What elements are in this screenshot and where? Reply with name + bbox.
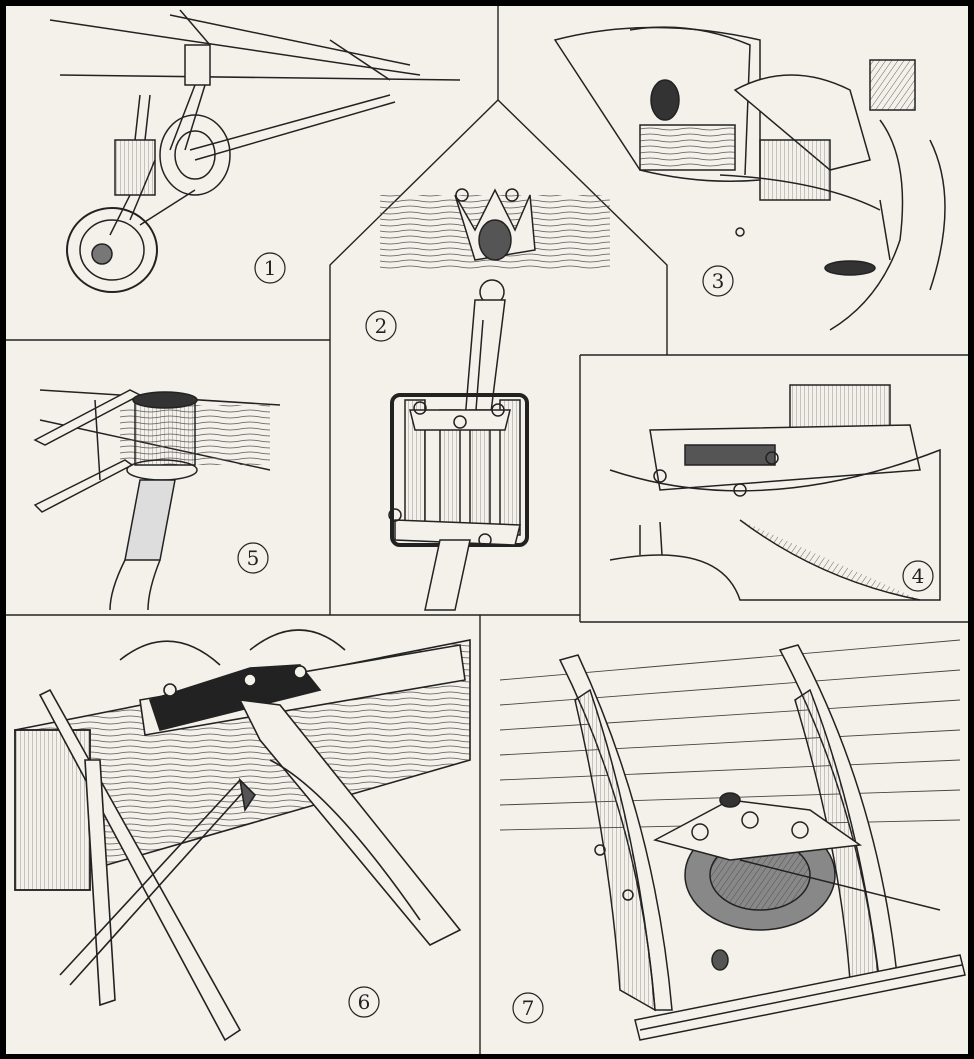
panel-1-label: 1 — [264, 256, 277, 280]
panel-4-socket-fitting — [609, 384, 941, 601]
panel-4-label: 4 — [912, 564, 925, 588]
panel-1-label-ring — [254, 252, 286, 284]
panel-dividers — [6, 6, 968, 1054]
panel-1-landing-gear — [49, 9, 461, 293]
panel-3-label-ring — [702, 265, 734, 297]
panel-7-label-ring — [512, 992, 544, 1024]
panel-4-label-ring — [902, 560, 934, 592]
panel-2-label-ring — [365, 310, 397, 342]
panel-6-label-ring — [348, 986, 380, 1018]
panel-6-spar-joint — [14, 629, 471, 1042]
panel-6-label: 6 — [358, 990, 371, 1014]
panel-3-engine-cowling — [553, 26, 946, 331]
panel-2-strut-fitting — [380, 188, 610, 611]
panel-7-label: 7 — [522, 996, 535, 1020]
panel-2-label: 2 — [375, 314, 388, 338]
panel-7-fuselage-frame — [499, 639, 966, 1041]
panel-5-tube-clamp — [33, 389, 281, 611]
panel-5-label: 5 — [247, 546, 260, 570]
panel-5-label-ring — [237, 542, 269, 574]
panel-3-label: 3 — [712, 269, 725, 293]
